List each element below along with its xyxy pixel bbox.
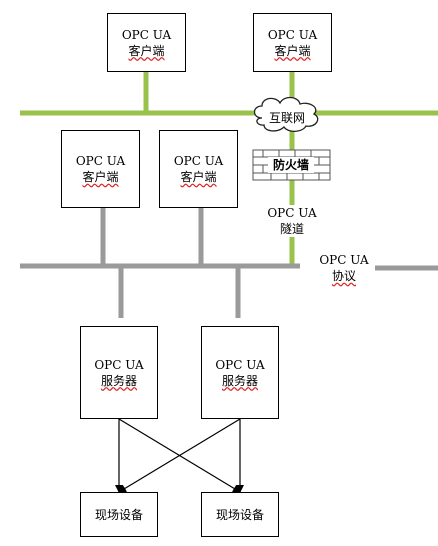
tunnel-label-line1: OPC UA bbox=[267, 206, 317, 220]
top-client-1: OPC UA 客户端 bbox=[107, 13, 186, 72]
top-client-2: OPC UA 客户端 bbox=[253, 13, 332, 72]
node-role: 服务器 bbox=[100, 373, 137, 388]
arrow-server2-device1 bbox=[118, 418, 241, 493]
mid-client-1: OPC UA 客户端 bbox=[61, 130, 140, 208]
cloud-icon bbox=[253, 96, 319, 133]
protocol-label-line2: 协议 bbox=[331, 269, 356, 283]
device-label: 现场设备 bbox=[94, 507, 143, 522]
node-type: OPC UA bbox=[215, 357, 265, 372]
node-role: 客户端 bbox=[128, 43, 165, 58]
protocol-label: OPC UA 协议 bbox=[310, 252, 378, 284]
tunnel-label-line2: 隧道 bbox=[279, 222, 304, 236]
server-1: OPC UA 服务器 bbox=[80, 326, 158, 419]
firewall-icon bbox=[252, 149, 331, 181]
node-type: OPC UA bbox=[121, 27, 172, 42]
node-type: OPC UA bbox=[267, 27, 318, 42]
device-1: 现场设备 bbox=[80, 492, 158, 537]
node-type: OPC UA bbox=[173, 154, 224, 168]
mid-client-2: OPC UA 客户端 bbox=[159, 130, 238, 208]
device-2: 现场设备 bbox=[201, 492, 279, 537]
protocol-label-line1: OPC UA bbox=[319, 253, 369, 267]
server-2: OPC UA 服务器 bbox=[201, 326, 279, 419]
tunnel-label: OPC UA 隧道 bbox=[258, 205, 326, 237]
firewall-label: 防火墙 bbox=[272, 158, 309, 172]
node-role: 客户端 bbox=[274, 43, 311, 58]
node-role: 客户端 bbox=[180, 170, 217, 184]
device-label: 现场设备 bbox=[215, 507, 264, 522]
internet-label: 互联网 bbox=[268, 111, 305, 125]
node-role: 服务器 bbox=[221, 373, 258, 388]
node-type: OPC UA bbox=[75, 154, 126, 168]
node-type: OPC UA bbox=[94, 357, 144, 372]
node-role: 客户端 bbox=[82, 170, 119, 184]
